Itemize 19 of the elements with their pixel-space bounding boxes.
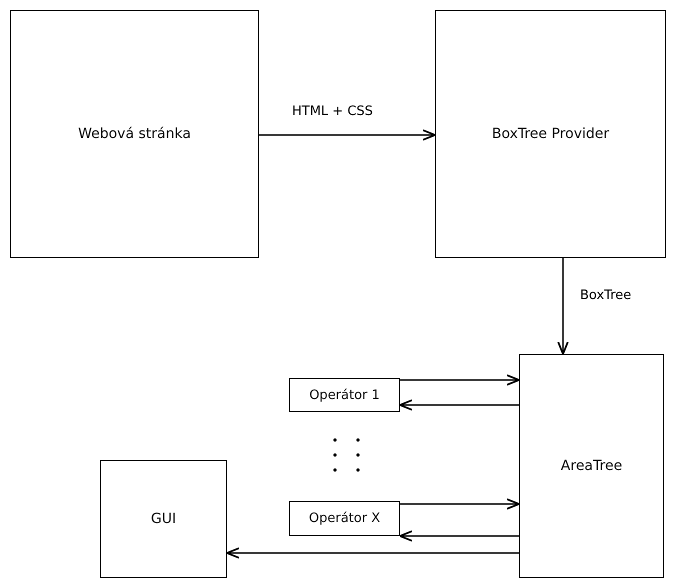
box-label: Operátor X: [308, 511, 380, 526]
arrow: [557, 258, 569, 355]
process-box: [435, 10, 666, 258]
arrow: [399, 399, 519, 411]
process-box: [519, 354, 664, 578]
box-label: GUI: [150, 511, 176, 527]
process-box: [10, 10, 259, 258]
box-label: AreaTree: [560, 458, 622, 474]
box-label: Webová stránka: [78, 126, 191, 142]
box-label: Operátor 1: [309, 388, 380, 402]
box-label: BoxTree Provider: [492, 126, 610, 142]
process-box: [289, 378, 400, 412]
arrow: [399, 530, 519, 542]
arrow: [226, 547, 519, 559]
arrow: [400, 498, 520, 510]
process-box: [289, 501, 400, 536]
process-box: [100, 460, 227, 578]
arrow: [400, 374, 520, 386]
arrow: [259, 129, 436, 141]
